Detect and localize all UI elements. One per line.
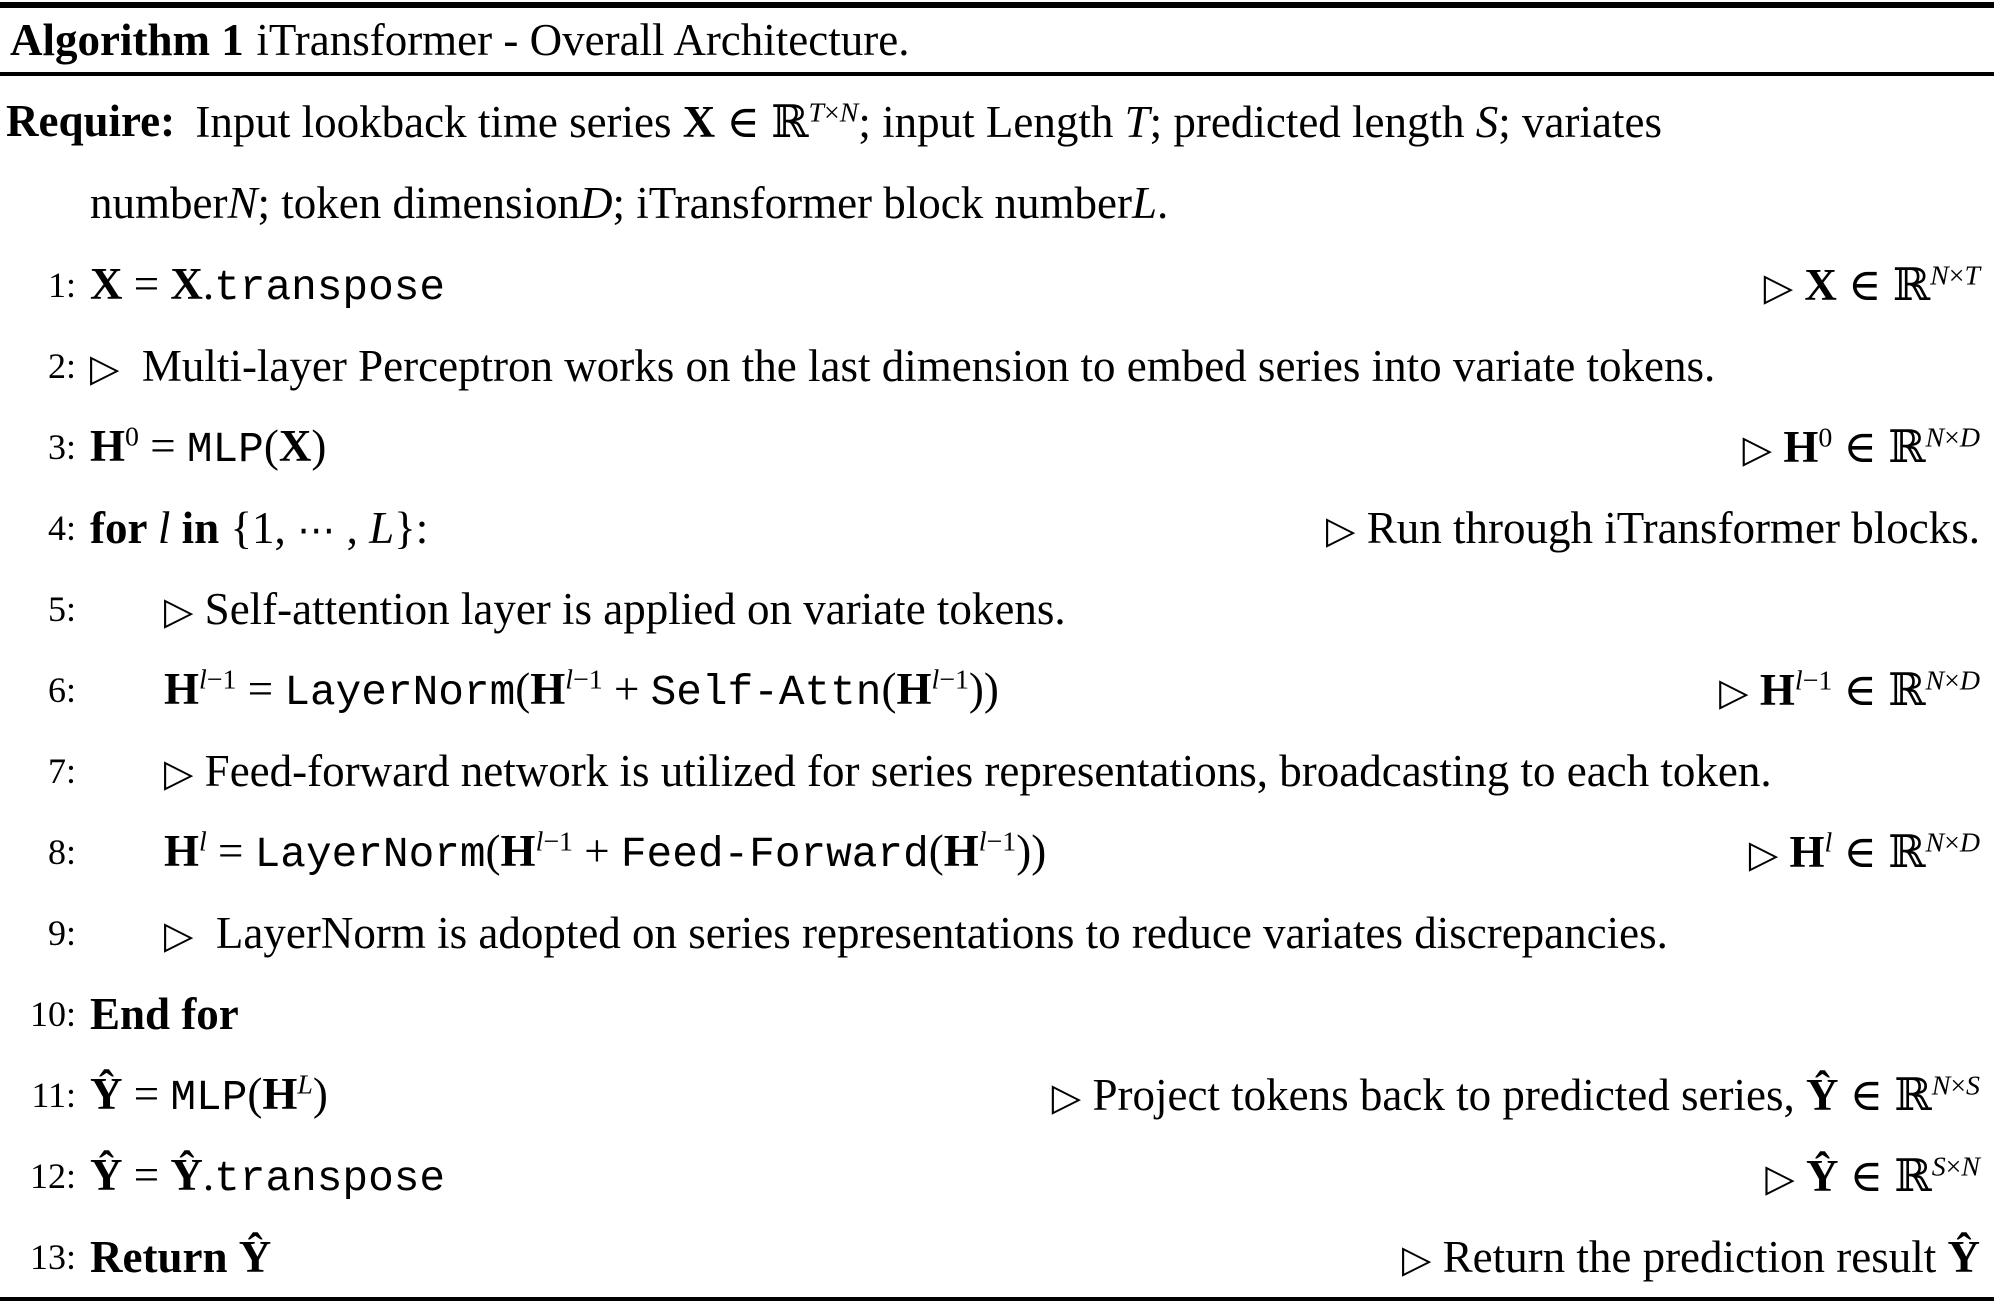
line-body: Hl−1 = LayerNorm(Hl−1 + Self-Attn(Hl−1)): [164, 663, 999, 717]
line-number: 9:: [47, 912, 76, 953]
algorithm-line: 6: Hl−1 = LayerNorm(Hl−1 + Self-Attn(Hl−…: [0, 649, 1994, 730]
line-number: 5:: [47, 588, 76, 629]
require-keyword: Require:: [6, 96, 176, 146]
line-number: 12:: [29, 1155, 76, 1196]
line-body: ▷ LayerNorm is adopted on series represe…: [164, 907, 1668, 958]
line-number: 3:: [47, 426, 76, 467]
line-body: for l in {1, ⋯ , L}:: [90, 502, 429, 553]
line-comment: ▷ Hl ∈ ℝN×D: [1748, 827, 1980, 877]
line-comment: ▷ Return the prediction result Ŷ: [1401, 1231, 1980, 1282]
algorithm-line: 10: End for: [0, 973, 1994, 1054]
line-body: Return Ŷ: [90, 1231, 272, 1282]
top-rule: [0, 2, 1994, 8]
line-number: 10:: [29, 993, 76, 1034]
algorithm-line: 2: ▷ Multi-layer Perceptron works on the…: [0, 325, 1994, 406]
algorithm-label: Algorithm 1: [10, 15, 244, 65]
require-line-2: number N; token dimension D; iTransforme…: [90, 178, 1169, 228]
algorithm-line: 3: H0 = MLP(X) ▷ H0 ∈ ℝN×D: [0, 406, 1994, 487]
algorithm-line: 11: Ŷ = MLP(HL) ▷ Project tokens back to…: [0, 1054, 1994, 1135]
algorithm-line: 9: ▷ LayerNorm is adopted on series repr…: [0, 892, 1994, 973]
algorithm-line: 13: Return Ŷ ▷ Return the prediction res…: [0, 1216, 1994, 1297]
line-body: X = X.transpose: [90, 258, 446, 312]
line-number: 4:: [47, 507, 76, 548]
algorithm-line: 12: Ŷ = Ŷ.transpose ▷ Ŷ ∈ ℝS×N: [0, 1135, 1994, 1216]
line-comment: ▷ Ŷ ∈ ℝS×N: [1765, 1151, 1980, 1201]
line-body: Ŷ = MLP(HL): [90, 1068, 328, 1122]
line-number: 11:: [31, 1074, 76, 1115]
algorithm-line: 8: Hl = LayerNorm(Hl−1 + Feed-Forward(Hl…: [0, 811, 1994, 892]
line-comment: ▷ H0 ∈ ℝN×D: [1742, 422, 1980, 472]
line-number: 6:: [47, 669, 76, 710]
line-comment: ▷ X ∈ ℝN×T: [1763, 260, 1980, 310]
line-number: 13:: [29, 1236, 76, 1277]
header-rule: [0, 72, 1994, 76]
line-body: ▷ Feed-forward network is utilized for s…: [164, 745, 1772, 796]
algorithm-line: 7: ▷ Feed-forward network is utilized fo…: [0, 730, 1994, 811]
line-body: Hl = LayerNorm(Hl−1 + Feed-Forward(Hl−1)…: [164, 825, 1047, 879]
line-comment: ▷ Hl−1 ∈ ℝN×D: [1719, 665, 1980, 715]
algorithm-line: 1: X = X.transpose ▷ X ∈ ℝN×T: [0, 244, 1994, 325]
line-body: ▷ Multi-layer Perceptron works on the la…: [90, 340, 1716, 391]
algorithm-header: Algorithm 1 iTransformer - Overall Archi…: [0, 8, 1994, 72]
require-text: Input lookback time series X ∈ ℝT×N; inp…: [195, 96, 1662, 147]
line-number: 2:: [47, 345, 76, 386]
require-line-1: Require: Input lookback time series X ∈ …: [0, 80, 1994, 162]
line-body: End for: [90, 988, 239, 1039]
line-body: H0 = MLP(X): [90, 420, 327, 474]
line-number: 8:: [47, 831, 76, 872]
line-body: ▷ Self-attention layer is applied on var…: [164, 583, 1066, 634]
line-number: 1:: [47, 264, 76, 305]
bottom-rule: [0, 1297, 1994, 1301]
require-block: Require: Input lookback time series X ∈ …: [0, 76, 1994, 244]
line-comment: ▷ Project tokens back to predicted serie…: [1051, 1070, 1980, 1120]
algorithm-title: iTransformer - Overall Architecture.: [256, 15, 910, 65]
line-number: 7:: [47, 750, 76, 791]
line-comment: ▷ Run through iTransformer blocks.: [1326, 502, 1980, 553]
algorithm-lines: 1: X = X.transpose ▷ X ∈ ℝN×T 2: ▷ Multi…: [0, 244, 1994, 1297]
line-body: Ŷ = Ŷ.transpose: [90, 1149, 446, 1203]
algorithm-line: 5: ▷ Self-attention layer is applied on …: [0, 568, 1994, 649]
algorithm-line: 4: for l in {1, ⋯ , L}: ▷ Run through iT…: [0, 487, 1994, 568]
